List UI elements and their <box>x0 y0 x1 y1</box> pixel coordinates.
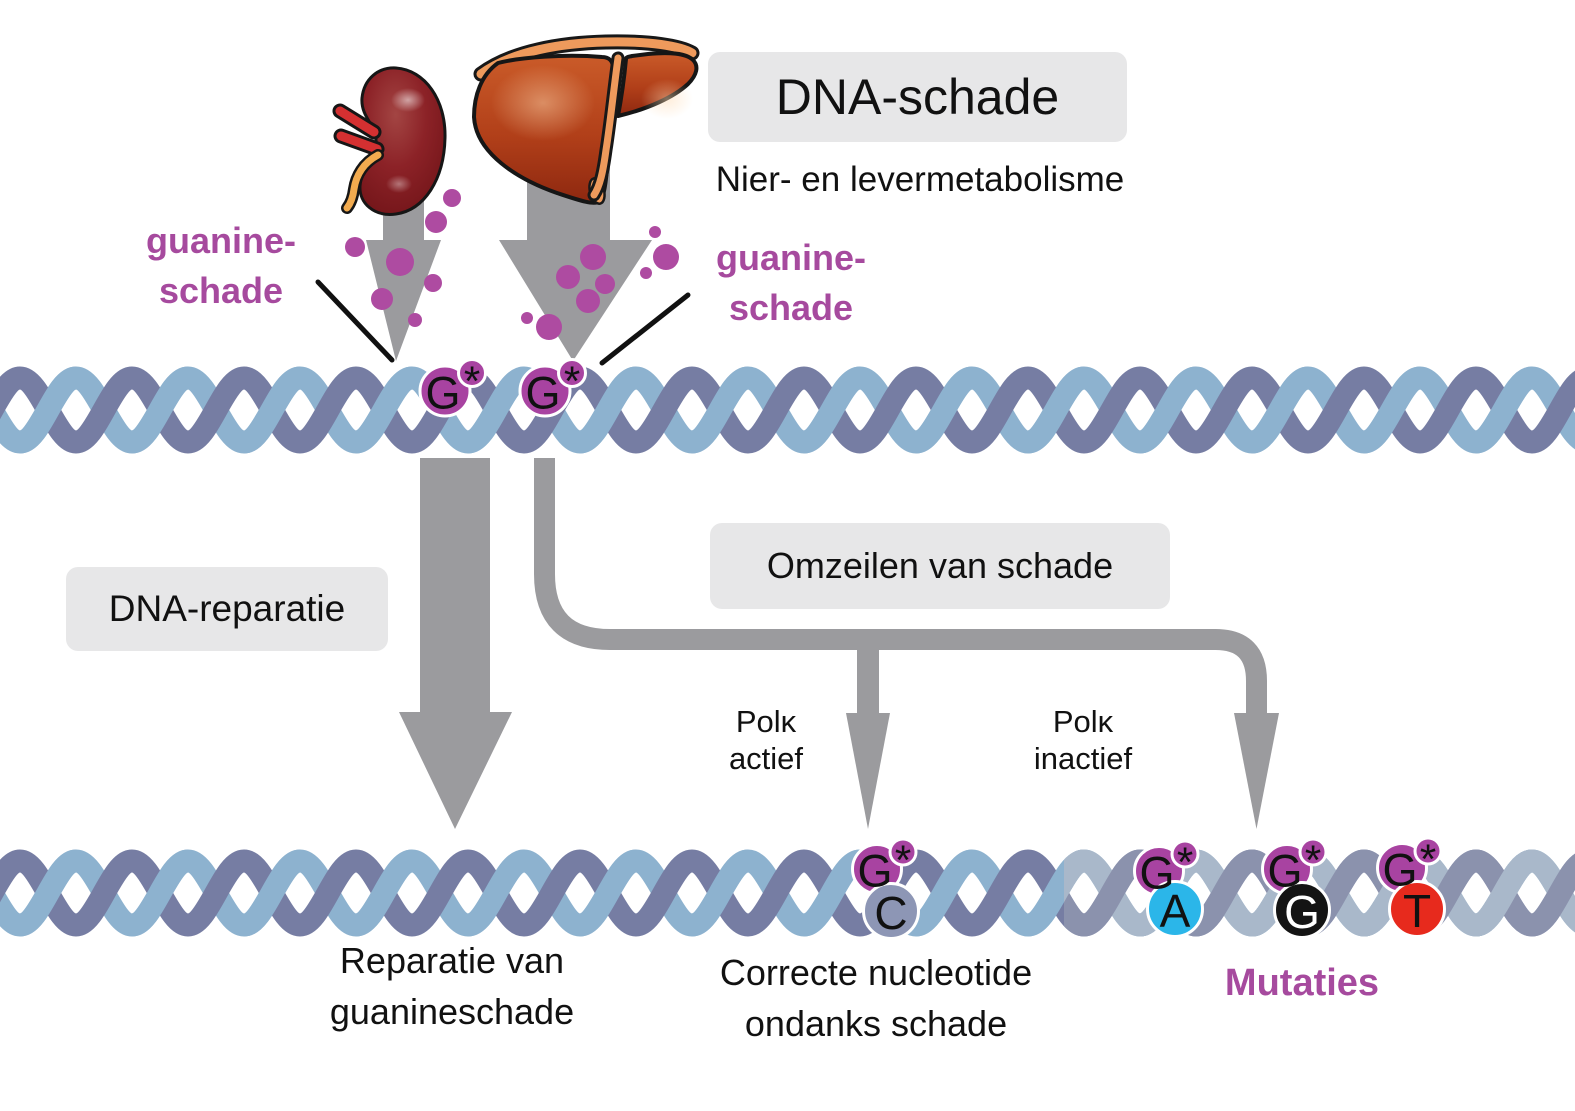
damage-mark-circle <box>457 358 487 388</box>
damage-mark-circle <box>557 358 587 388</box>
guanine-damage-label-right: guanine- schade <box>716 237 866 328</box>
damaged-base-letter: G <box>1267 846 1302 897</box>
liver-top-rim <box>473 34 700 82</box>
damage-mark: * <box>1420 836 1436 883</box>
guanine-damage-label-left: guanine- schade <box>146 220 296 311</box>
polk-active-label: Polκ actief <box>728 704 804 776</box>
partner-base-circle <box>1273 881 1331 939</box>
damaged-base-letter: G <box>1382 845 1417 896</box>
partner-base-letter: C <box>874 887 907 939</box>
damage-mark: * <box>895 837 911 884</box>
liver-highlight <box>641 79 693 119</box>
pointer-lines <box>315 279 691 366</box>
kidney-highlight <box>391 88 425 112</box>
partner-base-letter: G <box>1284 886 1320 938</box>
pathway-arrows <box>399 458 1279 829</box>
damage-mark-circle <box>1170 839 1200 869</box>
page-title: DNA-schade <box>775 69 1060 125</box>
partner-base-letter: A <box>1160 885 1191 937</box>
kidney-highlight <box>386 175 412 193</box>
damaged-base-letter: G <box>1139 848 1174 899</box>
dna-repair-label-box: DNA-reparatie <box>66 567 388 651</box>
kidney-illustration <box>332 66 447 216</box>
partner-base-circle <box>1388 880 1446 938</box>
polk-inactive-label: Polκ inactief <box>1033 704 1133 776</box>
damage-mark-circle <box>888 837 918 867</box>
damage-particles <box>345 189 679 340</box>
partner-base-circle <box>862 882 920 940</box>
damage-mark-circle <box>1298 837 1328 867</box>
dna-damage-title-box: DNA-schade <box>708 52 1127 142</box>
renal-vessels <box>332 103 385 157</box>
pointer-line-left <box>315 279 395 363</box>
ureter <box>341 149 384 214</box>
base-pair-gc: G * C <box>851 837 920 940</box>
base-pair-gg: G * G <box>1261 837 1331 939</box>
pointer-line-right <box>599 292 691 366</box>
damage-mark: * <box>564 358 580 405</box>
bypass-label-box: Omzeilen van schade <box>710 523 1170 609</box>
base-pair-gt: G * T <box>1376 836 1446 938</box>
partner-base-circle <box>1146 880 1204 938</box>
repair-arrow <box>399 458 512 829</box>
falciform-groove <box>587 51 625 202</box>
liver-illustration <box>472 34 700 205</box>
polk-inactive-arrowhead <box>1234 713 1279 829</box>
polk-active-arrowhead <box>846 713 890 829</box>
dna-repair-label: DNA-reparatie <box>108 588 346 629</box>
damaged-guanine-marker: G * <box>518 358 587 419</box>
damaged-base-circle <box>418 364 472 418</box>
damaged-base-letter: G <box>857 846 892 897</box>
damage-mark: * <box>1177 839 1193 886</box>
bypass-label: Omzeilen van schade <box>766 545 1114 586</box>
metabolism-subtitle: Nier- en levermetabolisme <box>715 160 1125 199</box>
outcome-repair-caption: Reparatie van guanineschade <box>329 940 575 1032</box>
damage-mark: * <box>1305 837 1321 884</box>
bypass-band <box>534 458 1267 716</box>
damage-mark-circle <box>1413 836 1443 866</box>
dna-helix-top <box>0 366 1575 454</box>
base-pair-ga: G * A <box>1133 839 1204 938</box>
damaged-base-letter: G <box>525 368 560 419</box>
outcome-correct-caption: Correcte nucleotide ondanks schade <box>719 952 1033 1044</box>
damaged-base-letter: G <box>425 368 460 419</box>
damage-mark: * <box>464 358 480 405</box>
damaged-guanine-marker: G * <box>418 358 487 419</box>
partner-base-letter: T <box>1403 885 1431 937</box>
outcome-mutations-caption: Mutaties <box>1224 962 1380 1004</box>
damaged-base-circle <box>518 364 572 418</box>
liver-highlight <box>491 65 595 141</box>
